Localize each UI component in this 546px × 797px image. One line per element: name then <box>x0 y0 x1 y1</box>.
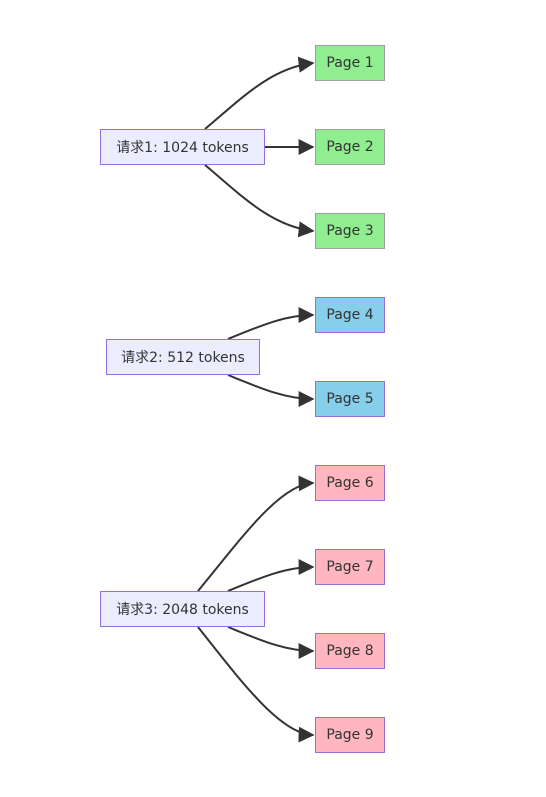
page-node-5[interactable]: Page 5 <box>315 381 385 417</box>
edge-request3-page9 <box>197 626 315 743</box>
edge-request3-page8 <box>227 626 315 659</box>
page-node-3[interactable]: Page 3 <box>315 213 385 249</box>
page-label-3: Page 3 <box>326 223 374 239</box>
edge-request3-page6 <box>197 475 315 592</box>
edge-request1-page1 <box>204 56 315 130</box>
request-node-3[interactable]: 请求3: 2048 tokens <box>100 591 265 627</box>
request-label-1: 请求1: 1024 tokens <box>116 140 249 156</box>
edge-request2-page5 <box>227 374 315 407</box>
page-node-8[interactable]: Page 8 <box>315 633 385 669</box>
page-node-7[interactable]: Page 7 <box>315 549 385 585</box>
page-node-4[interactable]: Page 4 <box>315 297 385 333</box>
request-node-1[interactable]: 请求1: 1024 tokens <box>100 129 265 165</box>
request-label-3: 请求3: 2048 tokens <box>116 602 249 618</box>
page-label-9: Page 9 <box>326 727 374 743</box>
page-label-6: Page 6 <box>326 475 374 491</box>
page-label-8: Page 8 <box>326 643 374 659</box>
request-label-2: 请求2: 512 tokens <box>121 350 245 366</box>
page-node-9[interactable]: Page 9 <box>315 717 385 753</box>
edge-request1-page3 <box>204 164 315 238</box>
page-label-2: Page 2 <box>326 139 374 155</box>
edge-group <box>197 56 315 743</box>
page-label-4: Page 4 <box>326 307 374 323</box>
page-node-6[interactable]: Page 6 <box>315 465 385 501</box>
page-label-5: Page 5 <box>326 391 374 407</box>
page-label-7: Page 7 <box>326 559 374 575</box>
page-label-1: Page 1 <box>326 55 374 71</box>
page-node-1[interactable]: Page 1 <box>315 45 385 81</box>
edge-request2-page4 <box>227 307 315 340</box>
request-node-2[interactable]: 请求2: 512 tokens <box>106 339 260 375</box>
page-node-2[interactable]: Page 2 <box>315 129 385 165</box>
edge-request3-page7 <box>227 559 315 592</box>
